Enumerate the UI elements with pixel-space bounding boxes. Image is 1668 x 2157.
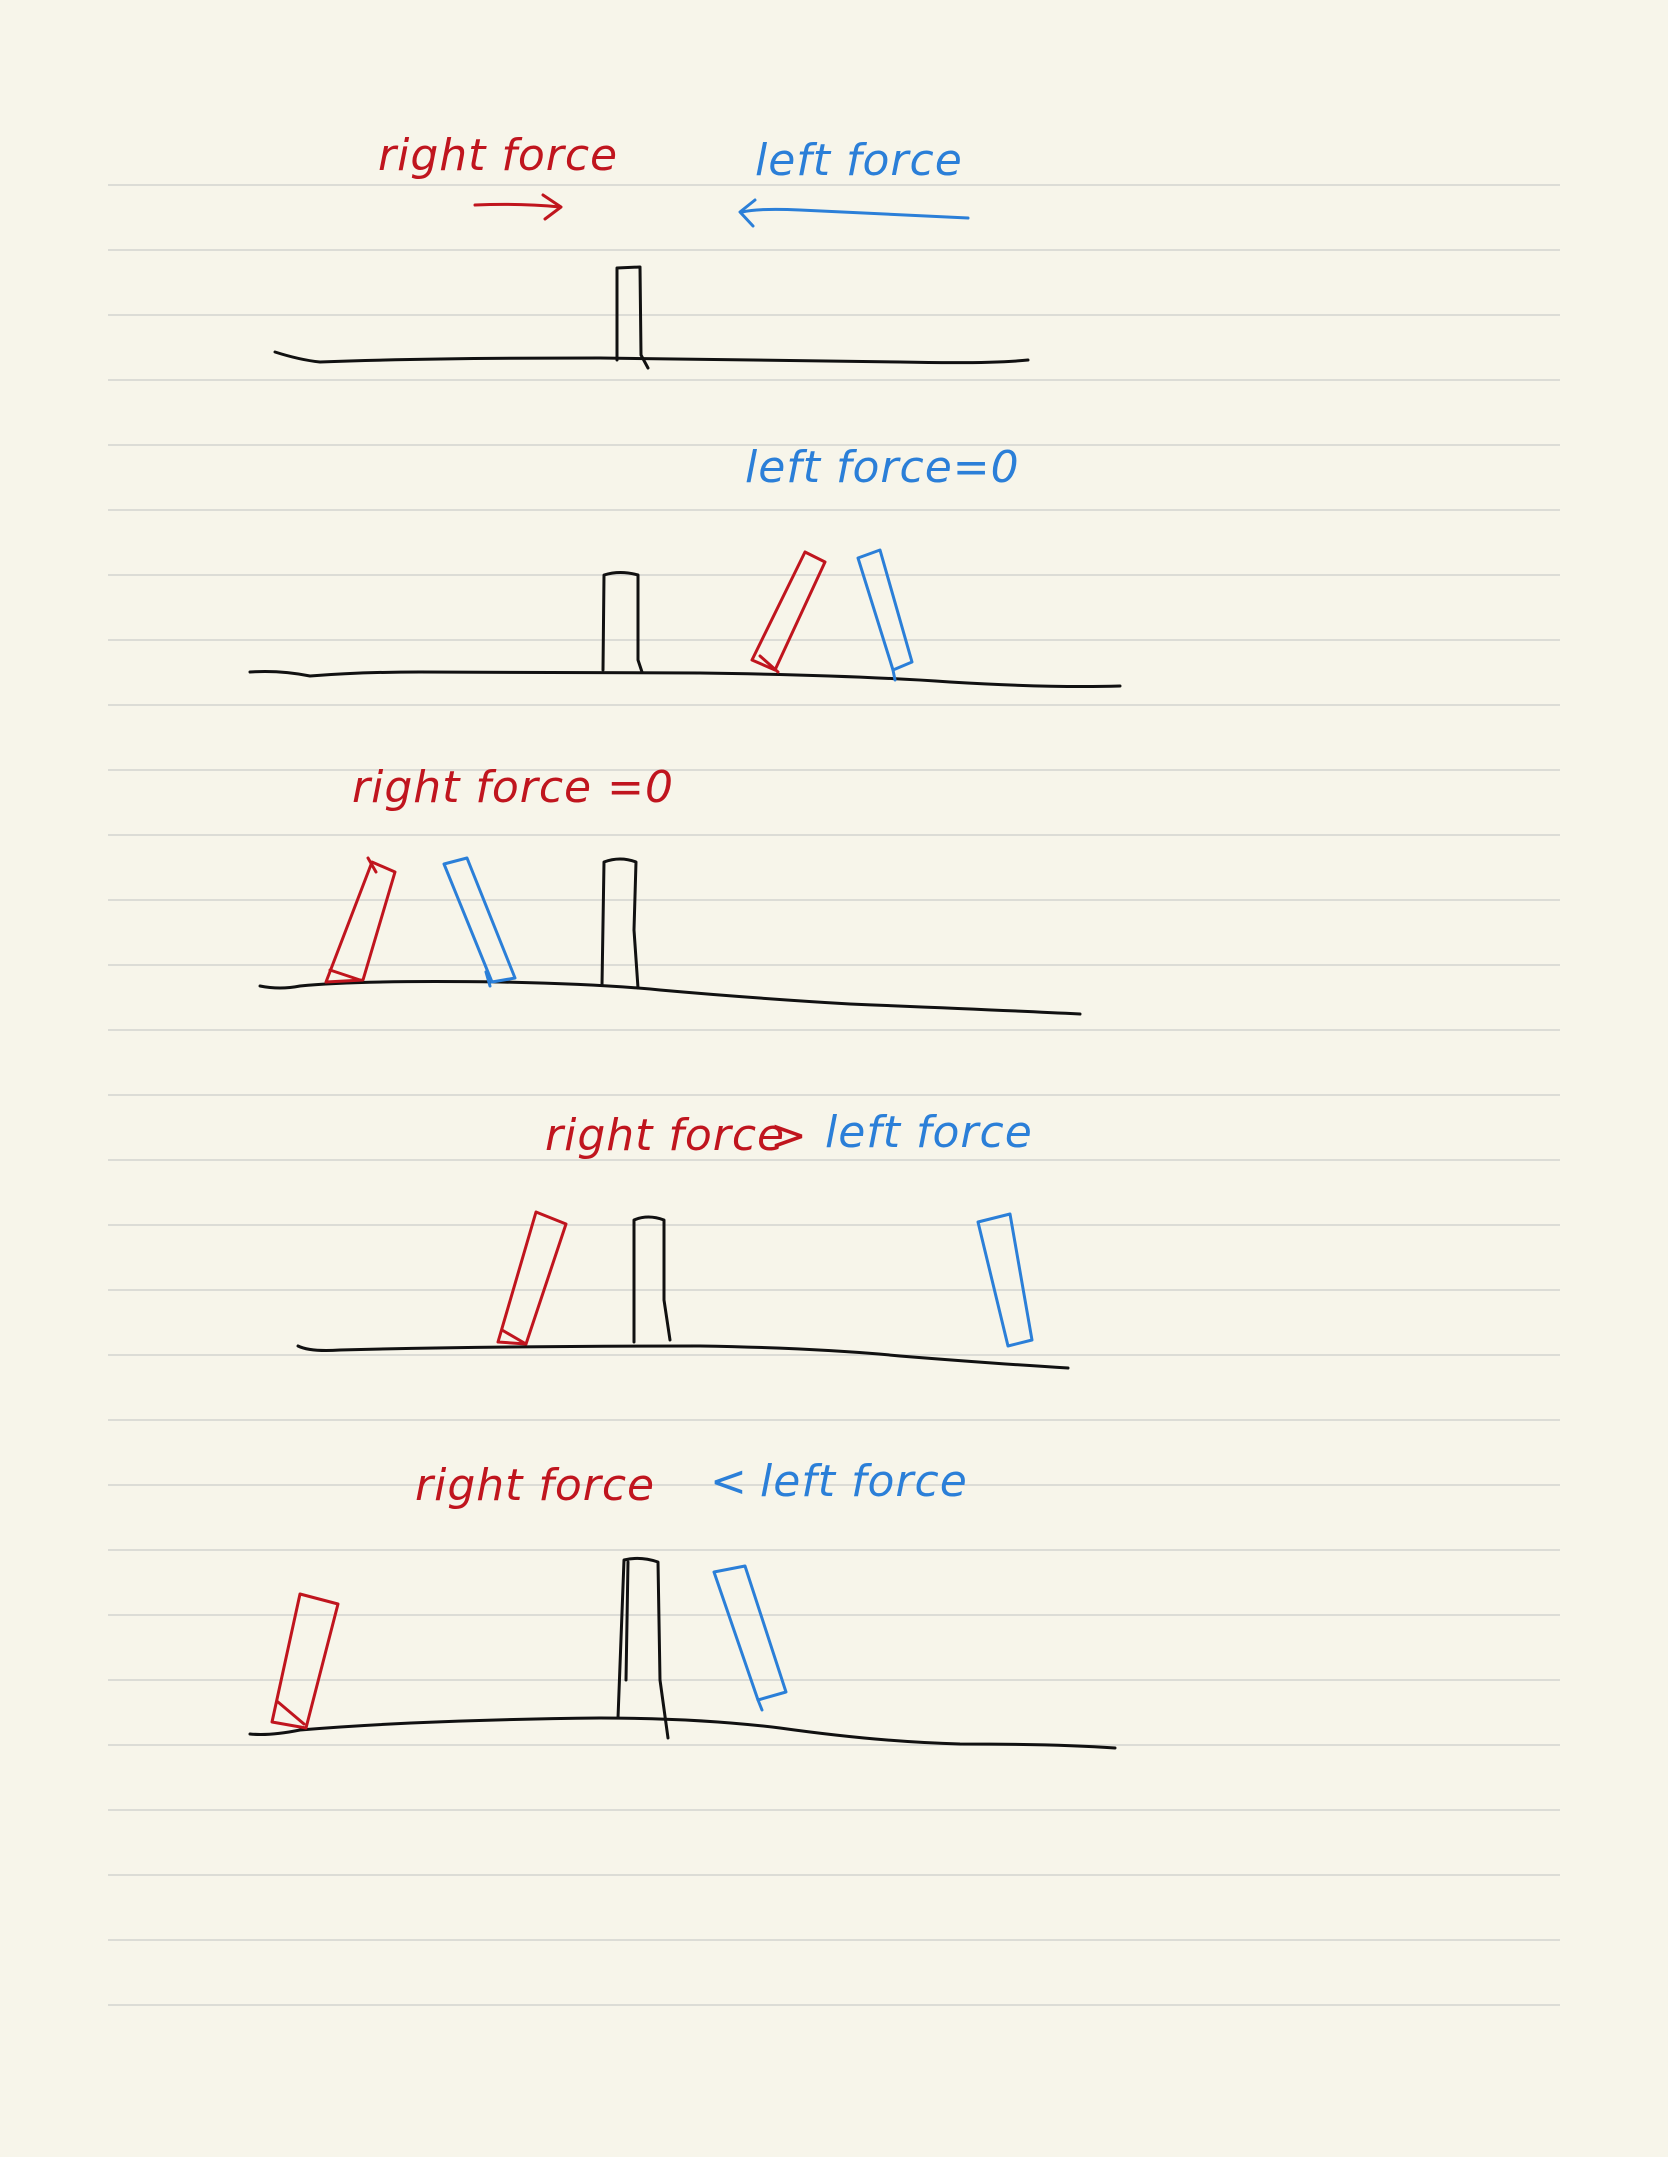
rule-line <box>108 834 1560 836</box>
panel-5: right force < left force <box>248 1456 1117 1750</box>
panel-2: left force=0 <box>248 442 1122 688</box>
left-force-label: left force <box>825 1107 1033 1158</box>
left-force-label: left force <box>755 135 963 186</box>
blue-fallen-domino <box>856 548 914 682</box>
greater-than-symbol: > <box>770 1110 808 1161</box>
center-block <box>600 857 640 990</box>
center-block <box>601 571 644 674</box>
rule-line <box>108 1744 1560 1746</box>
ground-line <box>258 980 1082 1016</box>
rule-line <box>108 1159 1560 1161</box>
rule-line <box>108 1484 1560 1486</box>
rule-line <box>108 574 1560 576</box>
right-force-label: right force <box>378 130 618 181</box>
rule-line <box>108 1289 1560 1291</box>
ground-line <box>296 1344 1070 1370</box>
rule-line <box>108 1419 1560 1421</box>
rule-line <box>108 2004 1560 2006</box>
panel-4: right force > left force <box>296 1107 1070 1370</box>
right-arrow-icon <box>473 193 563 221</box>
rule-line <box>108 509 1560 511</box>
rule-line <box>108 964 1560 966</box>
ground-line <box>273 350 1030 365</box>
left-force-zero-label: left force=0 <box>745 442 1020 493</box>
rule-line <box>108 1224 1560 1226</box>
rule-line <box>108 1094 1560 1096</box>
panel-3: right force =0 <box>258 762 1082 1016</box>
center-block <box>615 265 650 370</box>
blue-upright-domino <box>976 1212 1034 1348</box>
rule-line <box>108 1809 1560 1811</box>
rule-line <box>108 1614 1560 1616</box>
red-tilted-domino <box>270 1592 340 1730</box>
ground-line <box>248 670 1122 688</box>
rule-line <box>108 379 1560 381</box>
rule-line <box>108 704 1560 706</box>
center-block <box>632 1215 672 1344</box>
rule-line <box>108 1354 1560 1356</box>
rule-line <box>108 249 1560 251</box>
blue-fallen-domino <box>442 856 517 988</box>
rule-line <box>108 1874 1560 1876</box>
rule-line <box>108 1549 1560 1551</box>
center-block-edge <box>624 1560 630 1682</box>
red-fallen-domino <box>324 856 397 984</box>
rule-line <box>108 639 1560 641</box>
center-block <box>616 1556 670 1740</box>
rule-line <box>108 1679 1560 1681</box>
red-fallen-domino <box>750 550 827 674</box>
ground-line <box>248 1716 1117 1750</box>
rule-line <box>108 899 1560 901</box>
red-tilted-domino <box>496 1210 568 1346</box>
rule-line <box>108 1939 1560 1941</box>
left-force-label: left force <box>760 1456 968 1507</box>
rule-line <box>108 314 1560 316</box>
rule-line <box>108 1029 1560 1031</box>
panel-1: right force left force <box>273 130 1030 370</box>
rule-line <box>108 184 1560 186</box>
left-arrow-icon <box>738 198 970 228</box>
rule-line <box>108 769 1560 771</box>
blue-tilted-domino <box>712 1564 788 1712</box>
rule-line <box>108 444 1560 446</box>
right-force-zero-label: right force =0 <box>352 762 674 813</box>
right-force-label: right force <box>415 1460 655 1511</box>
less-than-symbol: < <box>710 1456 748 1507</box>
right-force-label: right force <box>545 1110 785 1161</box>
